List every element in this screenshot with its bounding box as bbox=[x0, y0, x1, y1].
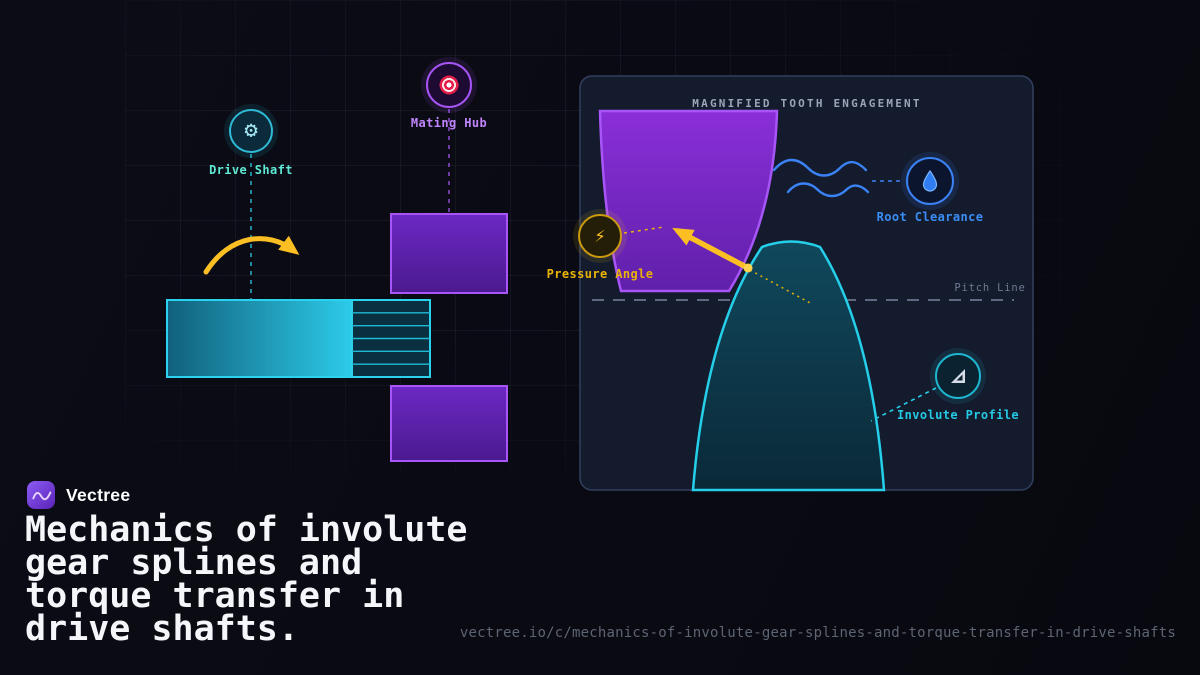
spline-teeth-lines bbox=[352, 312, 430, 365]
purple-tooth bbox=[598, 109, 779, 293]
root-clearance-squiggle-2 bbox=[786, 182, 870, 198]
lightning-icon: ⚡ bbox=[594, 224, 606, 247]
hub-upper-block bbox=[390, 213, 508, 294]
brand-logo bbox=[27, 481, 55, 509]
panel-title: MAGNIFIED TOOTH ENGAGEMENT bbox=[692, 97, 922, 110]
drive-shaft-label: Drive Shaft bbox=[209, 163, 293, 177]
contact-point-dot bbox=[743, 263, 753, 273]
title-line-1: Mechanics of involute bbox=[25, 510, 468, 550]
drive-shaft-badge: ⚙ bbox=[229, 109, 273, 153]
root-clearance-label: Root Clearance bbox=[876, 210, 984, 224]
pitch-line-label: Pitch Line bbox=[954, 282, 1026, 294]
set-square-icon bbox=[951, 369, 965, 383]
cyan-tooth bbox=[691, 240, 886, 492]
canonical-url: vectree.io/c/mechanics-of-involute-gear-… bbox=[459, 625, 1176, 641]
pressure-angle-label: Pressure Angle bbox=[546, 267, 654, 281]
root-clearance-badge bbox=[906, 157, 954, 205]
shaft-body bbox=[166, 299, 353, 378]
title-line-3: torque transfer in bbox=[25, 576, 405, 616]
mating-hub-label: Mating Hub bbox=[410, 116, 488, 130]
mating-hub-badge bbox=[426, 62, 472, 108]
title-line-2: gear splines and bbox=[25, 543, 363, 583]
pressure-angle-badge: ⚡ bbox=[578, 214, 622, 258]
force-arrow bbox=[672, 227, 751, 271]
page-title: Mechanics of involute gear splines and t… bbox=[25, 510, 468, 649]
pulse-wave-icon bbox=[32, 491, 52, 501]
hub-lower-block bbox=[390, 385, 508, 462]
involute-profile-label: Involute Profile bbox=[897, 408, 1019, 422]
target-icon bbox=[439, 75, 459, 95]
gear-icon: ⚙ bbox=[244, 118, 258, 143]
brand-name: Vectree bbox=[66, 484, 131, 505]
droplet-icon bbox=[922, 169, 938, 192]
rotation-arrow bbox=[203, 235, 300, 275]
root-clearance-squiggle-1 bbox=[772, 158, 868, 177]
involute-profile-badge bbox=[935, 353, 981, 399]
brand-lockup: Vectree bbox=[27, 481, 130, 509]
title-line-4: drive shafts. bbox=[25, 609, 299, 649]
